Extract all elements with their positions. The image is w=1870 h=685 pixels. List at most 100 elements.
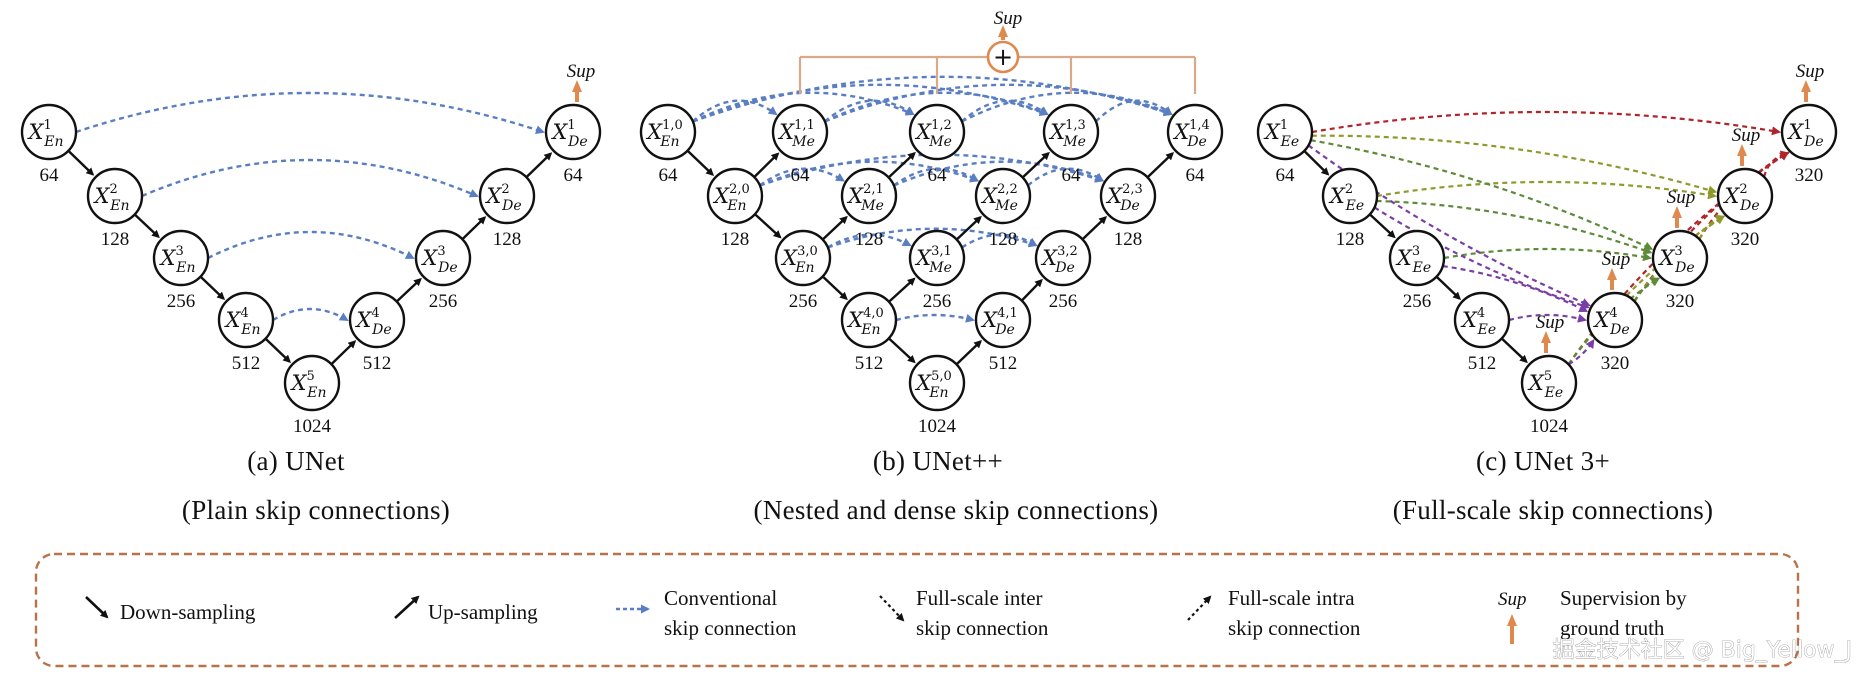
full-scale-skip [1567,339,1595,366]
legend-sup-desc-2: ground truth [1560,616,1665,640]
sampling-arrow [134,214,160,239]
sampling-arrow [1021,278,1043,301]
sampling-arrow [754,152,780,178]
legend-up: Up-sampling [428,600,538,624]
legend-conv-1: Conventional [664,586,777,610]
channel-count: 64 [1062,165,1082,186]
legend-inter-2: skip connection [916,616,1049,640]
channel-count: 512 [989,353,1018,374]
channel-count: 128 [989,229,1018,250]
channel-count: 64 [40,165,60,186]
sup-label: Sup [1796,61,1825,82]
sampling-arrow [754,213,782,239]
sampling-arrow [331,340,357,365]
unetpp-supervision: + Sup [798,8,1197,94]
channel-count: 512 [855,353,884,374]
channel-count: 128 [1336,229,1365,250]
full-scale-skip [1376,180,1717,200]
sum-icon [986,40,1020,74]
up-sampling-icon [394,595,420,619]
channel-count: 256 [1049,291,1078,312]
sampling-arrow [687,150,715,176]
channel-count: 256 [1403,291,1432,312]
sampling-arrow [1369,214,1396,239]
conventional-skip [961,91,1173,123]
subcaption-unet3p: (Full-scale skip connections) [1393,495,1714,525]
sampling-arrow [526,152,553,178]
sampling-arrow [265,338,292,363]
channel-count: 64 [1186,165,1206,186]
caption-unet: (a) UNet [247,446,345,476]
conventional-skip [827,233,912,249]
channel-count: 128 [101,229,130,250]
full-scale-skip [1567,277,1660,365]
legend-box [34,552,1800,668]
sampling-arrow [956,215,982,240]
channel-count: 320 [1601,353,1630,374]
conventional-skip [75,91,545,135]
channel-count: 1024 [293,416,332,437]
sampling-arrow [1304,150,1330,176]
channel-count: 64 [791,165,811,186]
channel-count: 128 [493,229,522,250]
full-scale-skip [1376,199,1653,255]
channel-count: 256 [789,291,818,312]
conventional-skip [824,91,1049,123]
sampling-arrow [822,215,848,240]
sup-label: Sup [567,61,596,82]
channel-count: 64 [564,165,584,186]
channel-count: 512 [232,353,261,374]
conventional-skip [1027,167,1104,187]
sampling-arrow [68,150,95,176]
sampling-arrow [1022,151,1050,178]
channel-count: 64 [659,165,679,186]
sup-label: Sup [1732,125,1761,146]
channel-count: 1024 [918,416,957,437]
channel-count: 128 [1114,229,1143,250]
conventional-skip [272,307,349,322]
channel-count: 64 [1276,165,1296,186]
sampling-arrow [1147,152,1175,178]
channel-count: 1024 [1530,416,1569,437]
subcaption-unetpp: (Nested and dense skip connections) [754,495,1159,525]
caption-unetpp: (b) UNet++ [873,446,1003,476]
